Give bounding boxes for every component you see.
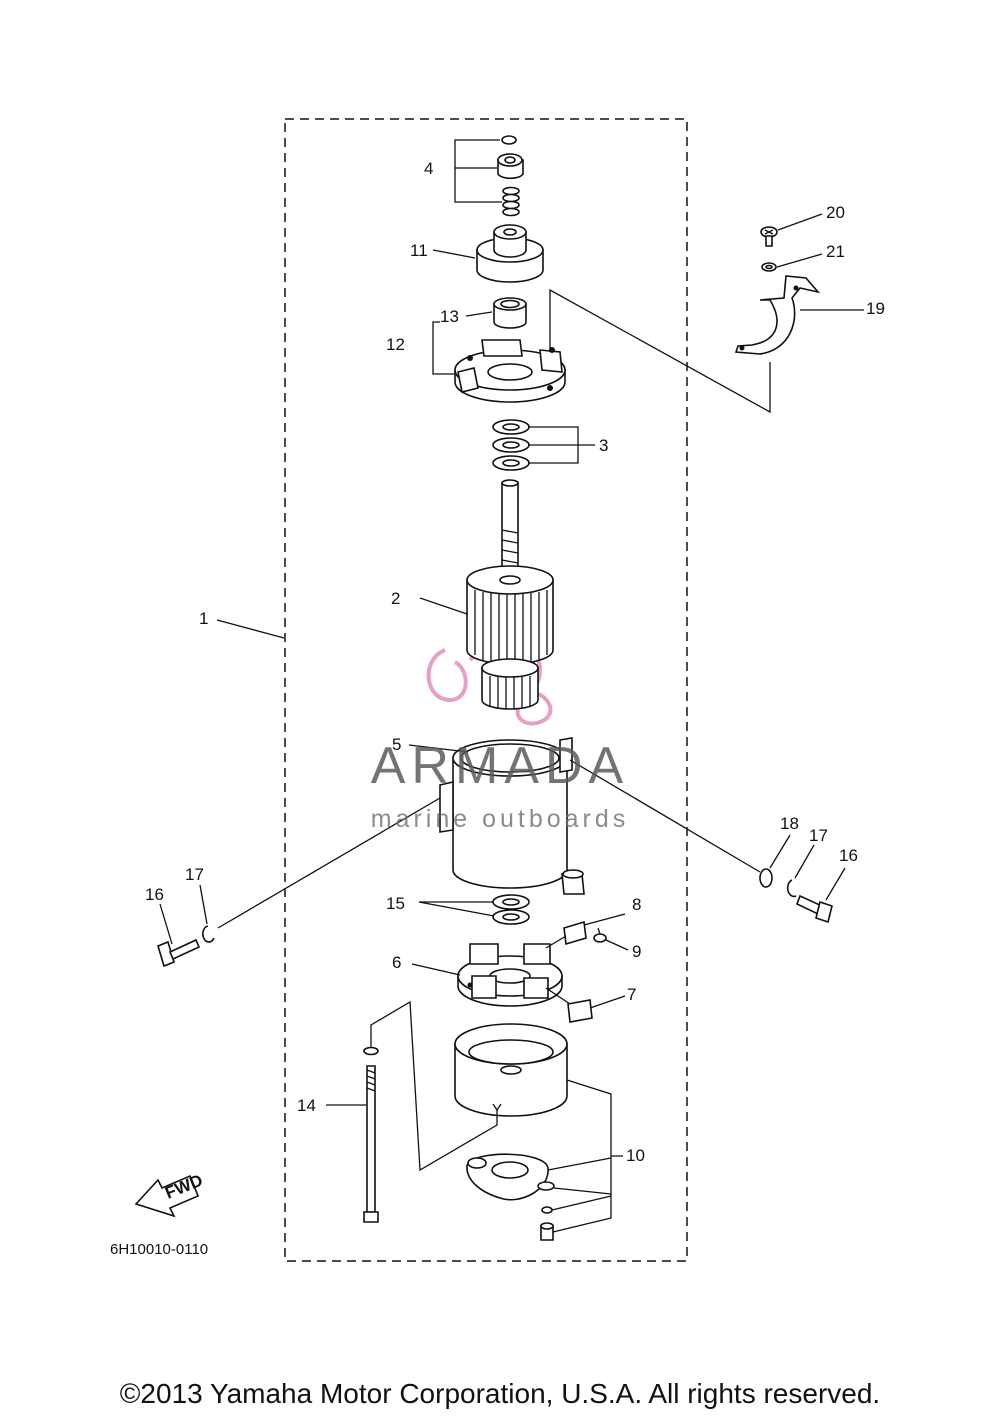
- callout-7: 7: [627, 985, 636, 1004]
- part-17-washer-right: [786, 844, 815, 898]
- callout-11: 11: [410, 241, 428, 260]
- part-7-brush: [545, 987, 626, 1023]
- part-16-bolt-right: [795, 867, 846, 924]
- part-11-pinion: [432, 224, 544, 283]
- callout-16-right: 16: [839, 846, 858, 865]
- callout-labels: 1 2 3 4 5 6 7 8 9 10 11 12 13 14 15 16 1…: [145, 159, 885, 1165]
- callout-13: 13: [440, 307, 459, 326]
- part-18-washer-right: [569, 759, 791, 888]
- part-9-nut: [593, 927, 629, 951]
- assembly-boundary: [284, 118, 688, 1262]
- callout-2: 2: [391, 589, 400, 608]
- callout-5: 5: [392, 735, 401, 754]
- part-3-washers: [492, 419, 595, 471]
- callout-17-left: 17: [185, 865, 204, 884]
- callout-21: 21: [826, 242, 845, 261]
- callout-4: 4: [424, 159, 433, 178]
- callout-3: 3: [599, 436, 608, 455]
- callout-14: 14: [297, 1096, 316, 1115]
- callout-15: 15: [386, 894, 405, 913]
- callout-18: 18: [780, 814, 799, 833]
- callout-6: 6: [392, 953, 401, 972]
- callout-19: 19: [866, 299, 885, 318]
- copyright-notice: ©2013 Yamaha Motor Corporation, U.S.A. A…: [119, 1378, 881, 1409]
- watermark-tagline: marine outboards: [370, 805, 630, 833]
- callout-1: 1: [199, 609, 208, 628]
- callout-8: 8: [632, 895, 641, 914]
- part-13-bushing: [465, 297, 527, 329]
- callout-17-right: 17: [809, 826, 828, 845]
- part-8-brush: [545, 913, 626, 949]
- forward-direction-arrow-icon: FWD: [134, 1171, 205, 1218]
- watermark-brand-name: ARMADA: [370, 737, 630, 795]
- part-10-rear-cover: [454, 1023, 623, 1241]
- diagram-code: 6H10010-0110: [110, 1241, 209, 1258]
- part-19-plate: [549, 275, 864, 414]
- part-2-armature: [419, 479, 554, 710]
- part-20-screw: [760, 213, 823, 247]
- callout-10: 10: [626, 1146, 645, 1165]
- callout-9: 9: [632, 942, 641, 961]
- callout-16-left: 16: [145, 885, 164, 904]
- part-16-bolt-left: [157, 903, 201, 968]
- part-6-brush-holder: [411, 943, 563, 1007]
- callout-20: 20: [826, 203, 845, 222]
- part-17-washer-left: [199, 797, 441, 943]
- part-21-washer: [761, 253, 823, 272]
- part-15-washers: [418, 894, 530, 925]
- part-1-leader: [216, 619, 285, 639]
- callout-12: 12: [386, 335, 405, 354]
- part-5-yoke: [408, 737, 585, 895]
- part-14-through-bolt: [326, 1000, 498, 1223]
- part-4-stop-ring-set: [454, 135, 524, 217]
- part-12-front-bracket: [432, 321, 566, 403]
